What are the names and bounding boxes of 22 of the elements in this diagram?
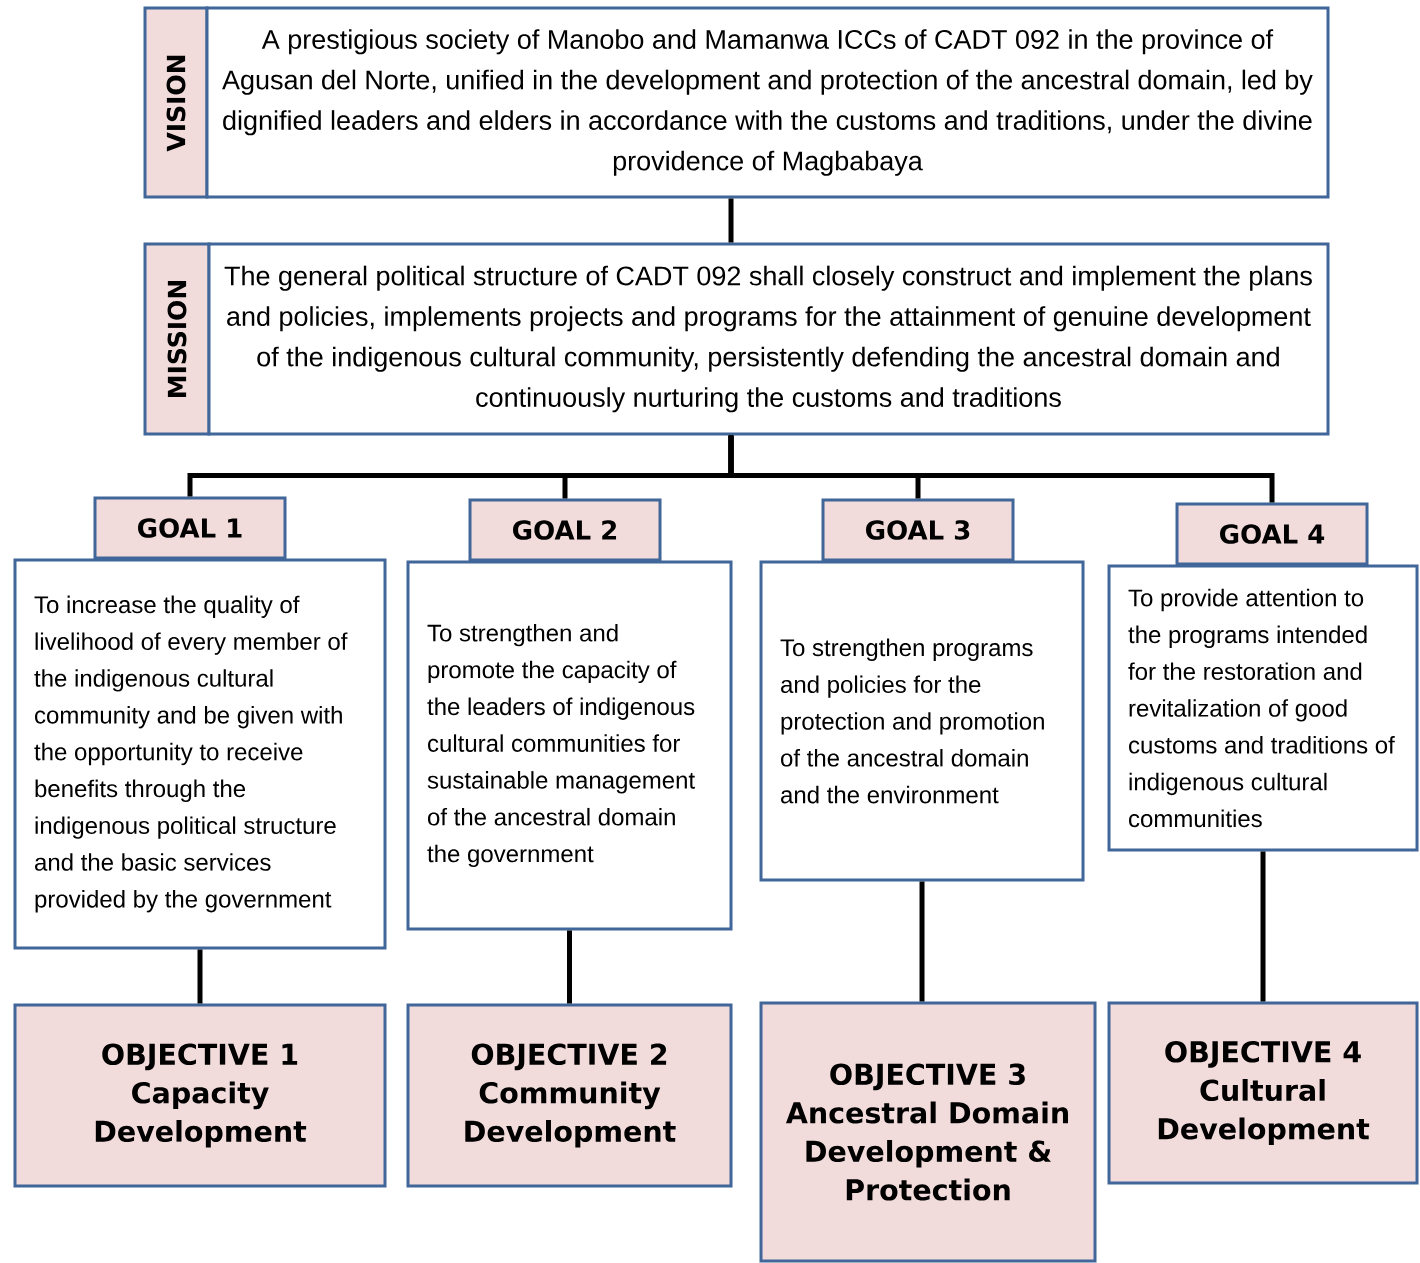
- goal-label-box: GOAL 4: [1175, 502, 1369, 566]
- goal-label-box: GOAL 3: [821, 498, 1015, 562]
- goal-text-box: To increase the quality of livelihood of every member of the indigenous cultural community and be given with the opportunity to receive benefits through the indigenous political structure and the basic services provided by the government: [13, 558, 387, 950]
- connector-line: [728, 198, 734, 243]
- vertical-label-box: MISSION: [143, 242, 211, 436]
- connector-line: [728, 435, 1275, 503]
- goal-label-box: GOAL 1: [93, 496, 287, 560]
- goal-text-box: To strengthen programs and policies for the protection and promotion of the ancestral domain and the environment: [759, 560, 1085, 882]
- connector-line: [567, 930, 572, 1004]
- statement-box: The general political structure of CADT 092 shall closely construct and implement the plans and policies, implements projects and programs for the attainment of genuine development of the indigenous cultural community, persistently defending the ancestral domain and continuously nurturing the customs and traditions: [207, 242, 1330, 436]
- connector-line: [1260, 851, 1266, 1002]
- goal-text-box: To strengthen and promote the capacity of the leaders of indigenous cultural communities for sustainable management of the ancestral domain the government: [406, 560, 733, 931]
- objective-box: OBJECTIVE 4 Cultural Development: [1107, 1001, 1419, 1185]
- connector-line: [197, 949, 203, 1004]
- vertical-label-box: VISION: [143, 6, 209, 199]
- objective-box: OBJECTIVE 2 Community Development: [406, 1003, 733, 1188]
- goal-text-box: To provide attention to the programs intended for the restoration and revitalization of good customs and traditions of indigenous cultural communities: [1107, 564, 1419, 852]
- connector-line: [919, 881, 925, 1002]
- statement-box: A prestigious society of Manobo and Mamanwa ICCs of CADT 092 in the province of Agusan del Norte, unified in the development and protection of the ancestral domain, led by dignified leaders and elders in accordance with the customs and traditions, under the divine providence of Magbabaya: [205, 6, 1330, 199]
- objective-box: OBJECTIVE 3 Ancestral Domain Development & Protection: [759, 1001, 1097, 1263]
- goal-label-box: GOAL 2: [468, 498, 662, 562]
- objective-box: OBJECTIVE 1 Capacity Development: [13, 1003, 387, 1188]
